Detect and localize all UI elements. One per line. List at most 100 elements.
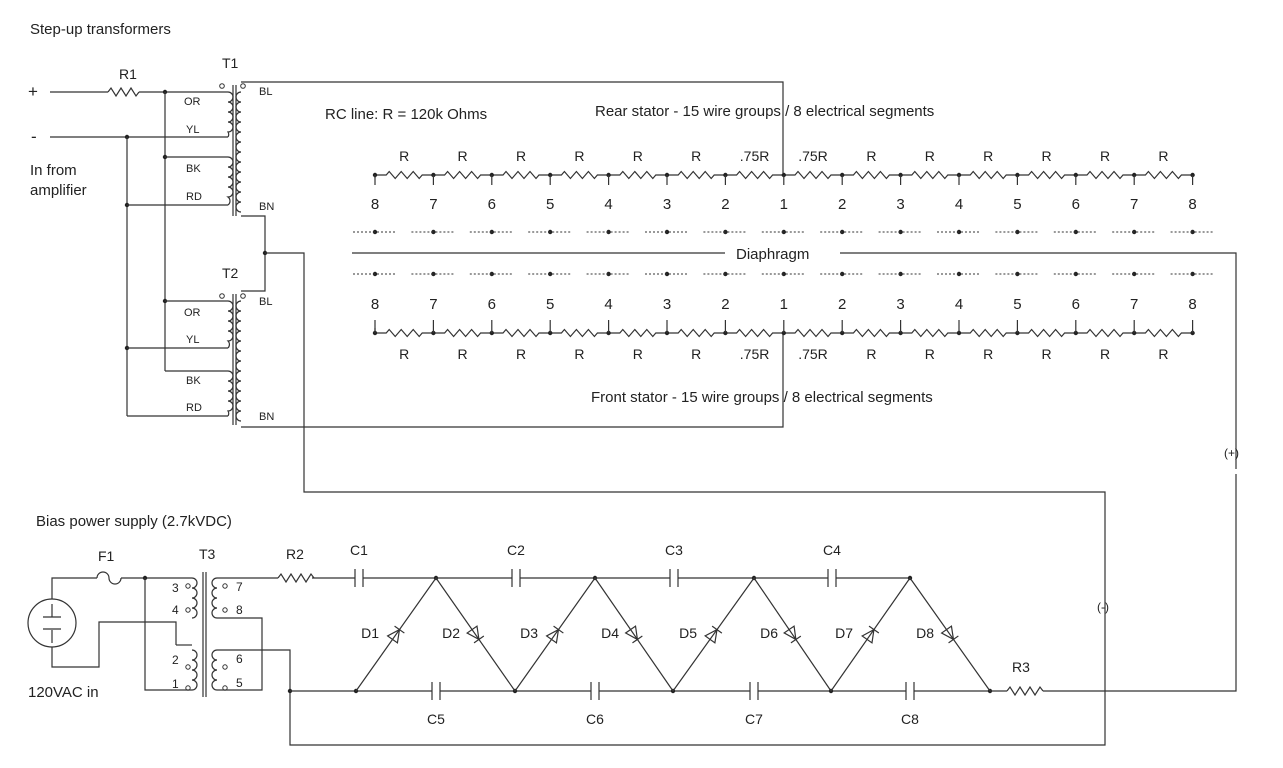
rear-resistor — [959, 170, 1018, 180]
front-stator-wire-dot — [1190, 271, 1195, 277]
rear-resistor-label: R — [458, 148, 468, 164]
rear-resistor — [1017, 170, 1076, 180]
front-resistor-label: R — [516, 346, 526, 362]
front-segment-number: 7 — [429, 296, 437, 313]
front-segment-number: 6 — [488, 296, 496, 313]
plus-terminal-label: + — [28, 82, 38, 101]
capacitor-c1-label: C1 — [350, 542, 368, 558]
rear-segment-number: 8 — [371, 196, 379, 213]
r1-label: R1 — [119, 66, 137, 82]
diode-d6 — [783, 625, 802, 644]
t1-tap-or: OR — [184, 96, 201, 108]
front-segment-number: 8 — [371, 296, 379, 313]
diode-d3 — [545, 625, 564, 644]
t1-tap-bn: BN — [259, 201, 274, 213]
diode-d3-wire — [514, 577, 596, 692]
diode-d3-label: D3 — [520, 625, 538, 641]
front-resistor — [550, 328, 609, 338]
t3-label: T3 — [199, 546, 216, 562]
front-resistor — [491, 328, 551, 338]
rear-stator-wire-dot — [1190, 229, 1195, 235]
bias-supply-section: F1 T3 3 4 2 1 7 8 6 5 R2 R — [27, 546, 1109, 697]
front-resistor-label: R — [1158, 346, 1168, 362]
front-resistor-label: R — [633, 346, 643, 362]
front-resistor — [375, 328, 434, 338]
front-segment-number: 2 — [838, 296, 846, 313]
t1-tap-yl: YL — [186, 124, 199, 136]
rear-segment-number: 3 — [663, 196, 671, 213]
capacitor-c7-label: C7 — [745, 711, 763, 727]
front-resistor-label: R — [925, 346, 935, 362]
negative-bias-label: (-) — [1097, 600, 1109, 614]
diode-d7-wire — [830, 577, 911, 692]
diode-d4 — [624, 625, 643, 644]
diaphragm-label: Diaphragm — [736, 246, 809, 263]
front-segment-number: 8 — [1188, 296, 1196, 313]
capacitor-c2-label: C2 — [507, 542, 525, 558]
front-segment-number: 5 — [1013, 296, 1021, 313]
front-resistor — [433, 328, 492, 338]
t2-tap-yl: YL — [186, 334, 199, 346]
rear-segment-number: 7 — [1130, 196, 1138, 213]
rear-resistor-label: .75R — [798, 148, 828, 164]
rear-resistor — [433, 170, 492, 180]
front-resistor-label: R — [983, 346, 993, 362]
rear-resistor-label: R — [633, 148, 643, 164]
t3-pin-4: 4 — [172, 603, 179, 617]
rear-resistor-label: R — [866, 148, 876, 164]
front-segment-number: 5 — [546, 296, 554, 313]
rear-segment-number: 5 — [546, 196, 554, 213]
input-label-line1: In from — [30, 162, 77, 179]
t3-pin-2: 2 — [172, 653, 179, 667]
minus-terminal-label: - — [31, 127, 37, 146]
diode-d8-label: D8 — [916, 625, 934, 641]
t1-tap-bk: BK — [186, 163, 201, 175]
rear-resistor-label: R — [399, 148, 409, 164]
diode-d5-wire — [672, 577, 755, 692]
capacitor-c8-label: C8 — [901, 711, 919, 727]
diode-d8-wire — [909, 577, 991, 692]
rear-resistor — [1134, 170, 1193, 180]
front-segment-number: 4 — [604, 296, 612, 313]
front-resistor-label: R — [399, 346, 409, 362]
front-resistor-label: R — [1042, 346, 1052, 362]
rear-resistor — [900, 170, 959, 180]
t3-pin-1: 1 — [172, 677, 179, 691]
t2-tap-or: OR — [184, 307, 201, 319]
rear-resistor-label: R — [1042, 148, 1052, 164]
rear-resistor-label: R — [1158, 148, 1168, 164]
front-resistor — [842, 328, 901, 338]
diode-d7 — [861, 625, 880, 644]
front-resistor-label: R — [691, 346, 701, 362]
front-segment-number: 7 — [1130, 296, 1138, 313]
rear-segment-number: 6 — [1072, 196, 1080, 213]
t2-tap-bl: BL — [259, 296, 272, 308]
t3-pin-8: 8 — [236, 603, 243, 617]
f1-label: F1 — [98, 548, 115, 564]
rear-segment-number: 2 — [721, 196, 729, 213]
diode-d2 — [466, 625, 485, 644]
front-segment-number: 6 — [1072, 296, 1080, 313]
t2-label: T2 — [222, 265, 239, 281]
front-resistor — [667, 328, 726, 338]
r3-label: R3 — [1012, 659, 1030, 675]
t3-pin-6: 6 — [236, 652, 243, 666]
front-resistor — [783, 328, 843, 338]
front-resistor-label: R — [866, 346, 876, 362]
front-segment-number: 4 — [955, 296, 963, 313]
rear-resistor-label: R — [983, 148, 993, 164]
diode-d1-wire — [355, 577, 437, 692]
front-resistor — [900, 328, 959, 338]
t2-tap-bk: BK — [186, 375, 201, 387]
rear-resistor — [491, 170, 551, 180]
diode-d2-label: D2 — [442, 625, 460, 641]
rear-resistor — [608, 170, 667, 180]
front-stator-label: Front stator - 15 wire groups / 8 electr… — [591, 389, 933, 406]
rear-segment-number: 2 — [838, 196, 846, 213]
rear-stator-label: Rear stator - 15 wire groups / 8 electri… — [595, 103, 934, 120]
t3-pin-5: 5 — [236, 676, 243, 690]
diode-d4-label: D4 — [601, 625, 619, 641]
rear-resistor-label: R — [925, 148, 935, 164]
ac-input-label: 120VAC in — [28, 684, 99, 701]
rear-segment-number: 3 — [896, 196, 904, 213]
